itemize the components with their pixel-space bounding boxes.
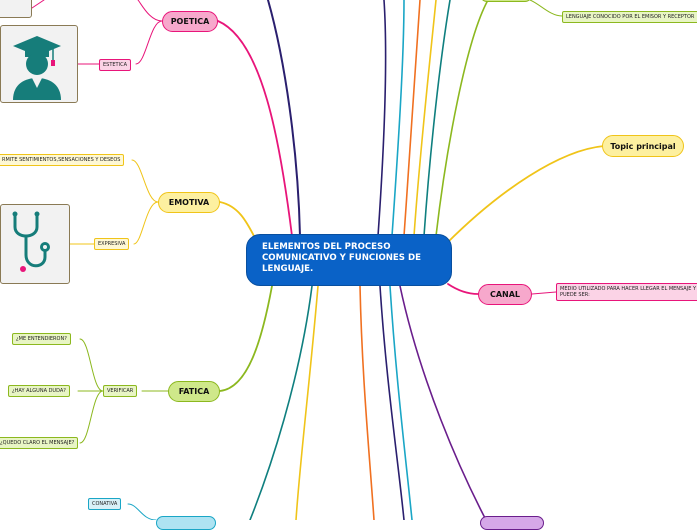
- branch-canal-label: CANAL: [489, 290, 521, 299]
- image-stethoscope: [0, 204, 70, 284]
- leaf-conativa[interactable]: CONATIVA: [88, 498, 122, 510]
- branch-partial-bottom-left[interactable]: [156, 516, 216, 530]
- connector-topic: [445, 145, 605, 245]
- branch-emotiva-label: EMOTIVA: [168, 198, 210, 207]
- leaf-lenguaje[interactable]: LENGUAJE CONOCIDO POR EL EMISOR Y RECEPT…: [562, 11, 697, 23]
- image-top-partial: [0, 0, 32, 18]
- connector-cyan-top: [391, 0, 405, 237]
- connector-navy-top-a: [267, 0, 301, 237]
- connector-poetica: [217, 20, 293, 237]
- stethoscope-icon: [12, 211, 50, 272]
- branch-fatica[interactable]: FATICA: [168, 381, 220, 402]
- connector-teal-top: [423, 0, 451, 237]
- connector-navy-top-b: [377, 0, 387, 237]
- connector-navy-bottom: [379, 285, 405, 520]
- connector-yellow-bottom: [295, 285, 319, 520]
- leaf-sentimientos[interactable]: RMITE SENTIMIENTOS,SENSACIONES Y DESEOS: [0, 154, 125, 166]
- central-topic[interactable]: ELEMENTOS DEL PROCESO COMUNICATIVO Y FUN…: [246, 234, 452, 286]
- image-graduate: [0, 25, 78, 103]
- connector-purple-bottom: [399, 285, 487, 520]
- connector-canal: [447, 283, 479, 295]
- leaf-conativa-label: CONATIVA: [92, 501, 118, 507]
- leaf-estetica-label: ESTETICA: [103, 62, 127, 68]
- leaf-lenguaje-label: LENGUAJE CONOCIDO POR EL EMISOR Y RECEPT…: [566, 14, 695, 20]
- branch-emotiva[interactable]: EMOTIVA: [158, 192, 220, 213]
- leaf-me-entendieron-label: ¿ME ENTENDIERON?: [16, 336, 67, 342]
- leaf-me-entendieron[interactable]: ¿ME ENTENDIERON?: [12, 333, 71, 345]
- branch-canal[interactable]: CANAL: [478, 284, 532, 305]
- leaf-verificar-label: VERIFICAR: [107, 388, 134, 394]
- branch-topic-principal-label: Topic principal: [610, 141, 676, 151]
- leaf-quedo-claro-label: ¿QUEDO CLARO EL MENSAJE?: [0, 440, 75, 446]
- leaf-alguna-duda[interactable]: ¿HAY ALGUNA DUDA?: [8, 385, 70, 397]
- connector-green-top: [435, 0, 489, 237]
- connector-teal-bottom: [249, 285, 313, 520]
- connector-emotiva: [219, 201, 257, 241]
- connector-orange-top: [403, 0, 421, 237]
- leaf-estetica[interactable]: ESTETICA: [99, 59, 131, 71]
- leaf-expresiva[interactable]: EXPRESIVA: [94, 238, 130, 250]
- central-topic-label: ELEMENTOS DEL PROCESO COMUNICATIVO Y FUN…: [262, 242, 421, 274]
- leaf-canal-desc[interactable]: MEDIO UTILIZADO PARA HACER LLEGAR EL MEN…: [556, 283, 697, 301]
- connector-cyan-bottom: [389, 285, 413, 520]
- branch-topic-principal[interactable]: Topic principal: [602, 135, 684, 157]
- branch-poetica-label: POETICA: [170, 17, 210, 26]
- branch-partial-bottom-right[interactable]: [480, 516, 544, 530]
- leaf-sentimientos-label: RMITE SENTIMIENTOS,SENSACIONES Y DESEOS: [2, 157, 121, 163]
- leaf-verificar[interactable]: VERIFICAR: [103, 385, 138, 397]
- branch-poetica[interactable]: POETICA: [162, 11, 218, 32]
- branch-partial-top-right[interactable]: [480, 0, 532, 2]
- connector-yellow-top: [413, 0, 437, 237]
- connector-orange-bottom: [359, 285, 375, 520]
- connector-fatica: [219, 285, 273, 392]
- leaf-canal-desc-label: MEDIO UTILIZADO PARA HACER LLEGAR EL MEN…: [560, 286, 696, 298]
- leaf-alguna-duda-label: ¿HAY ALGUNA DUDA?: [12, 388, 66, 394]
- leaf-quedo-claro[interactable]: ¿QUEDO CLARO EL MENSAJE?: [0, 437, 79, 449]
- branch-fatica-label: FATICA: [178, 387, 210, 396]
- graduate-icon: [13, 36, 61, 100]
- leaf-expresiva-label: EXPRESIVA: [98, 241, 126, 247]
